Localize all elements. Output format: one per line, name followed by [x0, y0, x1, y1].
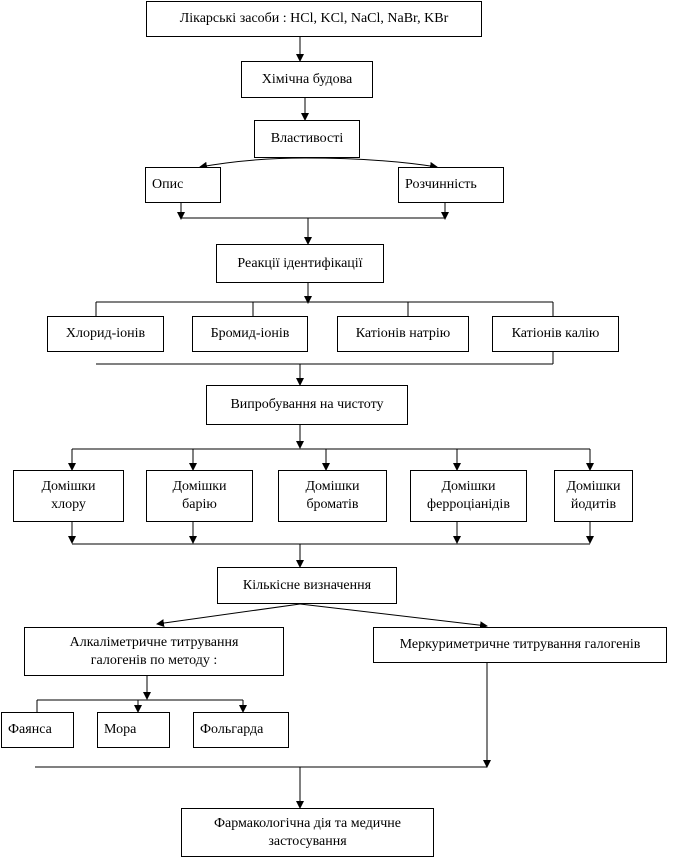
box-impurity-ferrocyanides: Домішки ферроціанідів — [410, 470, 527, 522]
box-impurity-barium: Домішки барію — [146, 470, 253, 522]
label-potassium: Катіонів калію — [511, 326, 600, 341]
label-chloride: Хлорид-іонів — [65, 326, 146, 341]
box-impurity-bromates: Домішки броматів — [278, 470, 387, 522]
label-quantitative: Кількісне визначення — [242, 577, 372, 593]
box-description: Опис — [145, 167, 221, 203]
box-purity: Випробування на чистоту — [206, 385, 408, 425]
box-chemical-structure: Хімічна будова — [241, 61, 373, 98]
label-pharmacology: Фармакологічна дія та медичне застосуван… — [213, 815, 402, 849]
arrow-properties-solubility — [304, 157, 438, 170]
box-sodium: Катіонів натрію — [337, 316, 469, 352]
box-quantitative: Кількісне визначення — [217, 567, 397, 604]
box-alkalimetric: Алкаліметричне титрування галогенів по м… — [24, 627, 284, 676]
label-purity: Випробування на чистоту — [230, 397, 384, 412]
arrow-to-mercurimetric — [299, 603, 488, 630]
label-alkalimetric: Алкаліметричне титрування галогенів по м… — [69, 634, 239, 668]
label-bromide: Бромид-іонів — [210, 326, 290, 341]
label-mohr: Мора — [104, 722, 137, 737]
label-fajans: Фаянса — [8, 722, 52, 737]
label-mercurimetric: Меркуриметричне титрування галогенів — [399, 637, 641, 652]
box-pharmacology: Фармакологічна дія та медичне застосуван… — [181, 808, 434, 857]
label-description: Опис — [152, 177, 184, 192]
box-impurity-chlorine: Домішки хлору — [13, 470, 124, 522]
box-potassium: Катіонів калію — [492, 316, 619, 352]
label-chemical-structure: Хімічна будова — [261, 71, 353, 87]
label-impurity-bromates: Домішки броматів — [305, 479, 360, 512]
label-sodium: Катіонів натрію — [355, 326, 451, 341]
box-chloride: Хлорид-іонів — [47, 316, 164, 352]
box-properties: Властивості — [254, 120, 360, 158]
arrow-properties-description — [199, 157, 306, 170]
box-bromide: Бромид-іонів — [192, 316, 308, 352]
label-volhard: Фольгарда — [200, 722, 264, 737]
box-impurity-iodides: Домішки йодитів — [554, 470, 633, 522]
label-identification: Реакції ідентифікації — [237, 255, 363, 271]
label-drugs: Лікарські засоби : HCl, KCl, NaCl, NaBr,… — [179, 11, 449, 26]
box-drugs: Лікарські засоби : HCl, KCl, NaCl, NaBr,… — [146, 1, 482, 37]
box-fajans: Фаянса — [1, 712, 74, 748]
box-mercurimetric: Меркуриметричне титрування галогенів — [373, 627, 667, 663]
box-volhard: Фольгарда — [193, 712, 289, 748]
arrow-to-alkalimetric — [156, 603, 301, 627]
label-impurity-chlorine: Домішки хлору — [41, 479, 96, 512]
box-solubility: Розчинність — [398, 167, 504, 203]
label-impurity-barium: Домішки барію — [172, 479, 227, 512]
label-solubility: Розчинність — [405, 177, 477, 192]
box-mohr: Мора — [97, 712, 170, 748]
label-impurity-iodides: Домішки йодитів — [566, 479, 621, 512]
box-identification: Реакції ідентифікації — [216, 244, 384, 283]
label-properties: Властивості — [270, 131, 344, 146]
label-impurity-ferrocyanides: Домішки ферроціанідів — [427, 479, 510, 512]
